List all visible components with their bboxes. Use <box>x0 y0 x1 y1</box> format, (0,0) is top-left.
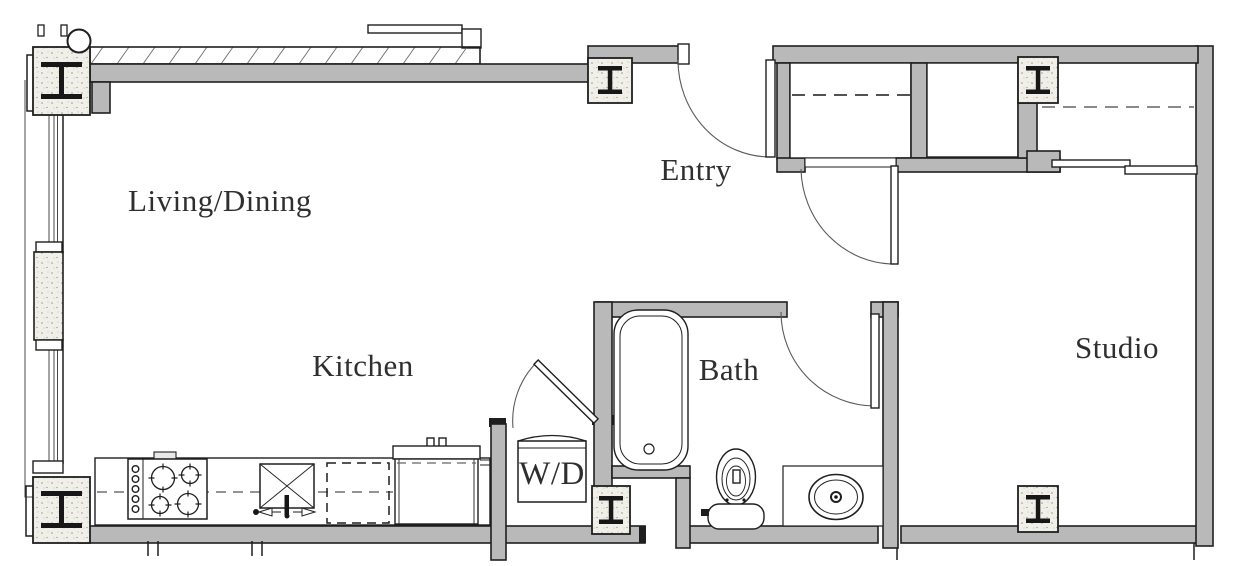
steel-column-top-left <box>26 24 92 116</box>
right-wall <box>1195 45 1214 547</box>
window-mullion-post <box>33 251 64 341</box>
entry-door <box>677 59 776 158</box>
wall-below-column <box>1017 102 1038 159</box>
closet-door-swing-arc <box>800 168 895 265</box>
anchor-tick <box>37 24 45 37</box>
closet-divider-wall <box>910 62 928 159</box>
coat-closet-interior <box>789 62 912 159</box>
top-wall-stub <box>91 81 111 114</box>
entry-door-jamb <box>677 43 690 65</box>
window-sill-frame <box>32 460 64 474</box>
bath-door <box>780 311 880 409</box>
bath-left-wall <box>593 301 613 493</box>
toilet-tank <box>707 503 765 530</box>
window-glazing-lines <box>48 115 58 462</box>
tub-drain <box>643 443 655 455</box>
toilet-handle <box>701 509 709 516</box>
entry-closet-block <box>772 45 1199 175</box>
top-wall <box>89 24 690 114</box>
room-label-wd: W/D <box>519 456 585 492</box>
wd-wall-cap <box>489 418 506 427</box>
dishwasher-icon <box>326 462 390 524</box>
hatched-wall <box>89 46 481 65</box>
room-label-studio: Studio <box>1075 330 1159 365</box>
burner-ticks <box>148 463 202 518</box>
steel-column-top-middle <box>587 57 633 104</box>
closet-top-wall <box>772 45 1199 64</box>
steel-column-bottom-right <box>1017 485 1059 533</box>
bath-notch-wall <box>675 477 691 549</box>
vanity-counter <box>782 465 884 527</box>
parapet-step <box>461 28 482 49</box>
bath-door-swing-arc <box>780 311 876 407</box>
room-label-bath: Bath <box>699 352 760 387</box>
room-label-kitchen: Kitchen <box>312 348 414 383</box>
wd-door-leaf <box>532 358 600 425</box>
mullion-bracket-top <box>35 241 63 253</box>
closet-left-wall <box>776 62 791 160</box>
mullion-bracket-bottom <box>35 339 63 351</box>
toilet-icon <box>701 448 765 530</box>
bathtub-icon <box>613 309 689 471</box>
sliding-bypass-door-right <box>1124 165 1198 175</box>
room-label-living-dining: Living/Dining <box>128 183 312 218</box>
wd-door <box>512 358 600 429</box>
faucet-arrow-right <box>301 507 317 517</box>
anchor-tick <box>60 24 68 37</box>
window-outer-line <box>24 80 35 498</box>
steel-column-top-right <box>1017 56 1059 104</box>
closet-door <box>800 165 899 265</box>
window-wall <box>24 80 64 498</box>
bottom-wall-end-cap <box>639 526 646 543</box>
faucet-stem <box>284 495 289 515</box>
bath-right-wall <box>882 301 899 549</box>
sliding-bypass-door-left <box>1051 159 1131 168</box>
wd-door-swing-arc <box>512 362 537 429</box>
parapet-ledge <box>367 24 463 34</box>
kitchen-sink-icon <box>253 463 317 519</box>
faucet-arrow-left <box>257 507 273 517</box>
washer-dryer-closet <box>489 358 600 561</box>
steel-column-bottom-left <box>25 476 91 544</box>
washer-dryer-icon <box>517 434 587 503</box>
bottom-wall-seg1 <box>79 525 646 544</box>
column-grid-bubble <box>66 28 92 54</box>
vanity-sink-icon <box>782 465 884 527</box>
range-icon <box>127 451 208 520</box>
room-label-entry: Entry <box>660 152 731 187</box>
closet-door-header <box>804 157 897 168</box>
bath-walls <box>592 301 899 549</box>
steel-column-wd <box>591 485 631 535</box>
wall-break-ticks <box>147 541 1195 560</box>
bath-door-leaf <box>870 313 880 409</box>
bottom-wall-seg2 <box>682 525 879 544</box>
entry-door-leaf <box>765 59 776 158</box>
top-wall-left-band <box>89 63 591 83</box>
refrigerator-icon <box>392 437 491 525</box>
wd-left-wall <box>490 423 507 561</box>
hall-closet-interior <box>926 62 1019 158</box>
closet-door-leaf <box>890 165 899 265</box>
entry-door-swing-arc <box>677 59 771 158</box>
